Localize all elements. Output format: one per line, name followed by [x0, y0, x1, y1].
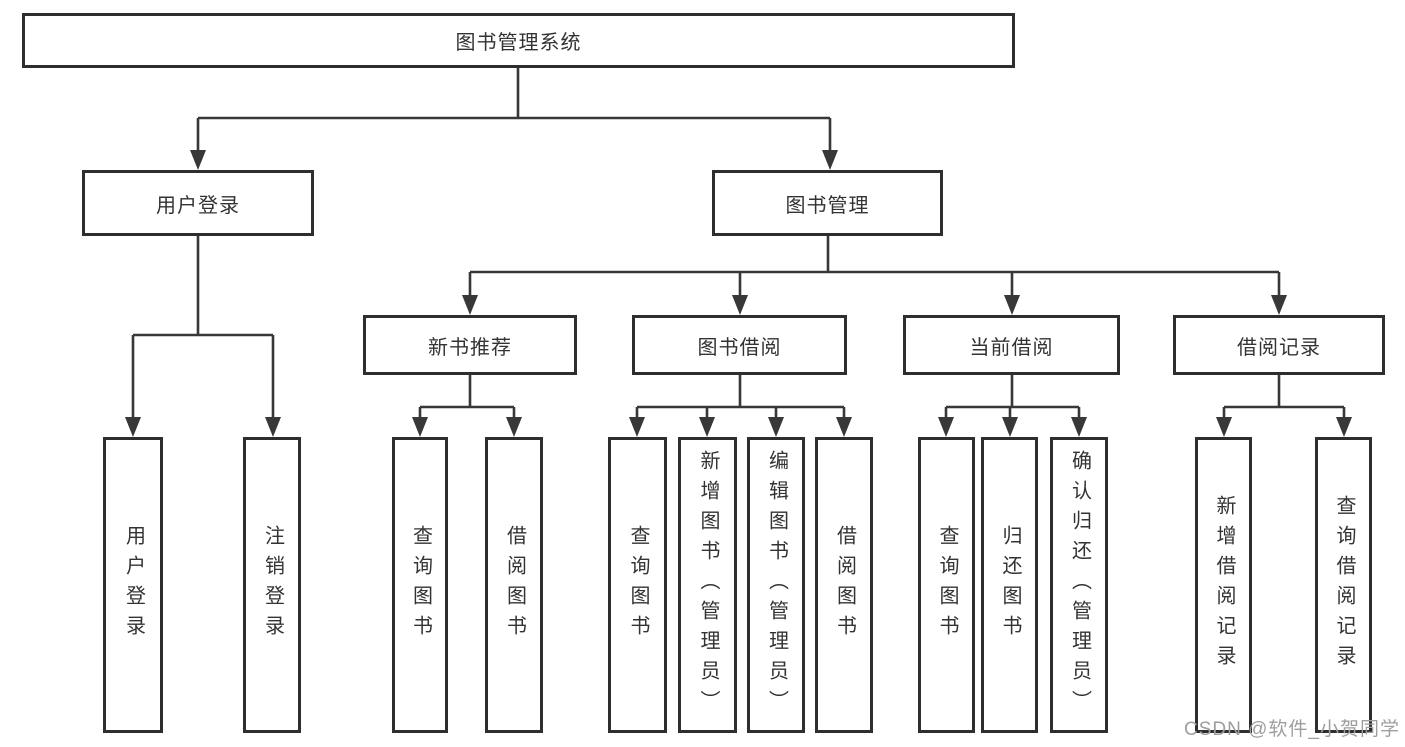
node-label: 用户登录: [156, 194, 240, 217]
node-borrow-records: 借阅记录: [1173, 315, 1385, 375]
leaf-label: 查询图书: [627, 525, 649, 645]
leaf-confirm-return-admin: 确认归还（管理员）: [1050, 437, 1108, 733]
leaf-label: 编辑图书（管理员）: [765, 450, 788, 720]
node-label: 图书管理: [785, 194, 870, 217]
leaf-query-books-borrow: 查询图书: [608, 437, 667, 733]
node-label: 借阅记录: [1237, 336, 1321, 359]
leaf-label: 借阅图书: [503, 525, 526, 645]
leaf-label: 用户登录: [122, 525, 145, 645]
leaf-borrow-books-recommend: 借阅图书: [485, 437, 543, 733]
node-root: 图书管理系统: [22, 13, 1015, 68]
leaf-label: 注销登录: [261, 525, 284, 645]
leaf-label: 借阅图书: [833, 525, 856, 645]
leaf-label: 新增借阅记录: [1213, 495, 1235, 675]
leaf-add-books-admin: 新增图书（管理员）: [678, 437, 737, 733]
leaf-label: 查询借阅记录: [1333, 495, 1355, 675]
leaf-edit-books-admin: 编辑图书（管理员）: [747, 437, 805, 733]
leaf-borrow-books: 借阅图书: [815, 437, 873, 733]
arrowhead-icons: [125, 150, 1352, 437]
leaf-label: 查询图书: [409, 525, 432, 645]
node-label: 图书借阅: [697, 336, 782, 359]
node-root-label: 图书管理系统: [455, 32, 582, 54]
leaf-label: 查询图书: [936, 525, 958, 645]
leaf-query-borrow-record: 查询借阅记录: [1315, 437, 1372, 733]
leaf-query-books-current: 查询图书: [918, 437, 975, 733]
leaf-label: 归还图书: [999, 525, 1021, 645]
node-book-management: 图书管理: [712, 170, 943, 236]
node-new-book-recommend: 新书推荐: [363, 315, 577, 375]
node-label: 新书推荐: [428, 336, 512, 359]
node-user-login-branch: 用户登录: [82, 170, 314, 236]
leaf-user-login: 用户登录: [103, 437, 163, 733]
leaf-query-books-recommend: 查询图书: [392, 437, 448, 733]
node-label: 当前借阅: [969, 336, 1054, 359]
node-book-borrow: 图书借阅: [632, 315, 847, 375]
leaf-logout: 注销登录: [243, 437, 301, 733]
node-current-borrow: 当前借阅: [903, 315, 1120, 375]
leaf-return-books: 归还图书: [981, 437, 1038, 733]
leaf-label: 新增图书（管理员）: [697, 450, 719, 720]
leaf-label: 确认归还（管理员）: [1068, 450, 1091, 720]
leaf-add-borrow-record: 新增借阅记录: [1195, 437, 1252, 733]
watermark: CSDN @软件_小贺同学: [1184, 719, 1400, 740]
connector-lines: [131, 68, 1346, 419]
